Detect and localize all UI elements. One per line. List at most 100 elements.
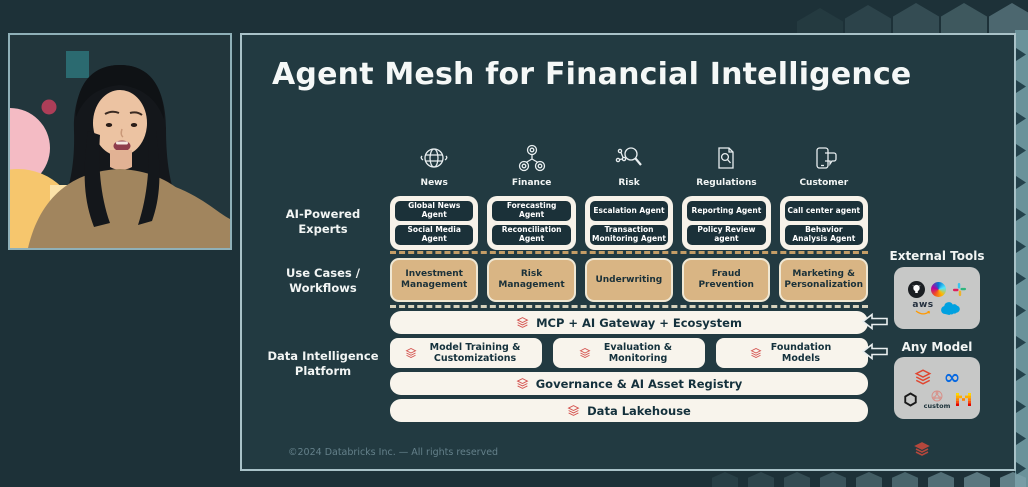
- pentagon-decoration: [784, 472, 810, 487]
- salesforce-icon: [940, 302, 960, 315]
- databricks-logo-mark: [914, 442, 930, 456]
- pentagon-decoration: [820, 472, 846, 487]
- lakehouse-bar: Data Lakehouse: [390, 399, 868, 422]
- copyright-text: ©2024 Databricks Inc. — All rights reser…: [288, 447, 499, 458]
- governance-bar-label: Governance & AI Asset Registry: [535, 376, 743, 391]
- use-case-box: Fraud Prevention: [682, 258, 771, 302]
- pentagon-decoration: [964, 472, 990, 487]
- column-label: Finance: [511, 178, 552, 188]
- speaker-illustration: [10, 35, 230, 248]
- expert-columns: News Global News Agent Social Media Agen…: [390, 139, 869, 250]
- any-model-logos-row1: ∞: [914, 364, 961, 389]
- column-label: Risk: [618, 178, 640, 188]
- pentagon-decoration: [892, 472, 918, 487]
- slack-icon: [952, 282, 966, 296]
- triangle-decoration: [1016, 462, 1026, 475]
- any-model-panel: ∞ custom: [894, 357, 980, 419]
- lakehouse-bar-label: Data Lakehouse: [587, 403, 691, 418]
- column-risk: Risk Escalation Agent Transaction Monito…: [584, 139, 674, 250]
- triangle-decoration: [1016, 240, 1026, 253]
- databricks-logo-icon: [750, 347, 762, 359]
- openai-icon: [903, 392, 917, 407]
- agent-group: Call center agent Behavior Analysis Agen…: [779, 196, 869, 250]
- triangle-decoration: [1016, 144, 1026, 157]
- pentagon-decoration: [712, 472, 738, 487]
- triangle-decoration: [1016, 336, 1026, 349]
- slide: Agent Mesh for Financial Intelligence AI…: [240, 33, 1016, 471]
- evaluation-label: Evaluation & Monitoring: [603, 341, 673, 364]
- column-label: Customer: [799, 178, 849, 188]
- triangle-decoration: [1016, 80, 1026, 93]
- row-label-platform: Data Intelligence Platform: [267, 349, 379, 378]
- databricks-logo-icon: [516, 377, 529, 390]
- row-label-experts: AI-Powered Experts: [285, 207, 361, 236]
- agent-pill: Escalation Agent: [589, 201, 669, 221]
- use-cases-row: Investment Management Risk Management Un…: [390, 258, 868, 302]
- evaluation-box: Evaluation & Monitoring: [553, 338, 705, 368]
- agent-pill: Policy Review agent: [687, 225, 766, 245]
- pentagon-decoration: [856, 472, 882, 487]
- arrow-left-icon: [862, 343, 888, 360]
- gateway-bar-label: MCP + AI Gateway + Ecosystem: [536, 315, 742, 330]
- agent-pill: Global News Agent: [395, 201, 474, 221]
- foundation-models-box: Foundation Models: [716, 338, 868, 368]
- column-label: Regulations: [696, 178, 757, 188]
- mistral-icon: [956, 393, 972, 406]
- governance-bar: Governance & AI Asset Registry: [390, 372, 868, 395]
- external-tools-panel: aws: [894, 267, 980, 329]
- column-finance: Finance Forecasting Agent Reconciliation…: [487, 139, 576, 250]
- use-case-box: Marketing & Personalization: [779, 258, 868, 302]
- pentagon-decoration: [928, 472, 954, 487]
- agent-pill: Call center agent: [784, 201, 864, 221]
- model-training-label: Model Training & Customizations: [429, 341, 521, 364]
- triangle-decoration: [1016, 208, 1026, 221]
- github-icon: [907, 280, 925, 298]
- agent-group: Global News Agent Social Media Agent: [390, 196, 479, 250]
- pentagon-decoration: [1000, 472, 1026, 487]
- use-case-box: Risk Management: [487, 258, 576, 302]
- globe-icon: [417, 139, 451, 176]
- triangle-decoration: [1016, 176, 1026, 189]
- arrow-left-icon: [862, 313, 888, 330]
- agent-pill: Reconciliation Agent: [492, 225, 571, 245]
- any-model-logos-row2: custom: [903, 390, 972, 410]
- triangle-decoration: [1016, 368, 1026, 381]
- triangle-decoration: [1016, 400, 1026, 413]
- aws-icon: aws: [912, 300, 933, 316]
- triangle-decoration: [1016, 112, 1026, 125]
- agent-pill: Transaction Monitoring Agent: [589, 225, 669, 245]
- dashed-divider: [390, 251, 868, 254]
- custom-model-icon: custom: [924, 390, 950, 410]
- external-tools-logos-row2: aws: [912, 300, 961, 316]
- microsoft-copilot-icon: [930, 281, 946, 297]
- triangle-decoration: [1016, 432, 1026, 445]
- triangle-decoration: [1016, 272, 1026, 285]
- document-search-icon: [709, 139, 743, 176]
- column-regulations: Regulations Reporting Agent Policy Revie…: [682, 139, 771, 250]
- row-label-use-cases: Use Cases / Workflows: [286, 266, 360, 295]
- databricks-logo-icon: [516, 316, 529, 329]
- gateway-bar: MCP + AI Gateway + Ecosystem: [390, 311, 868, 334]
- databricks-logo-icon: [567, 404, 580, 417]
- column-news: News Global News Agent Social Media Agen…: [390, 139, 479, 250]
- meta-icon: ∞: [943, 364, 961, 389]
- agent-pill: Forecasting Agent: [492, 201, 571, 221]
- external-tools-logos-row1: [907, 280, 967, 298]
- platform-middle-row: Model Training & Customizations Evaluati…: [390, 338, 868, 368]
- agent-group: Escalation Agent Transaction Monitoring …: [584, 196, 674, 250]
- agent-group: Reporting Agent Policy Review agent: [682, 196, 771, 250]
- use-case-box: Underwriting: [584, 258, 674, 302]
- risk-analysis-icon: [612, 139, 646, 176]
- any-model-title: Any Model: [901, 340, 973, 354]
- agent-pill: Social Media Agent: [395, 225, 474, 245]
- use-case-box: Investment Management: [390, 258, 479, 302]
- foundation-models-label: Foundation Models: [770, 341, 832, 364]
- column-customer: Customer Call center agent Behavior Anal…: [779, 139, 869, 250]
- column-label: News: [420, 178, 448, 188]
- model-training-box: Model Training & Customizations: [390, 338, 542, 368]
- databricks-logo-icon: [579, 347, 591, 359]
- page-title: Agent Mesh for Financial Intelligence: [272, 57, 912, 92]
- pentagon-decoration: [748, 472, 774, 487]
- speaker-video: [8, 33, 232, 250]
- phone-chat-icon: [807, 139, 841, 176]
